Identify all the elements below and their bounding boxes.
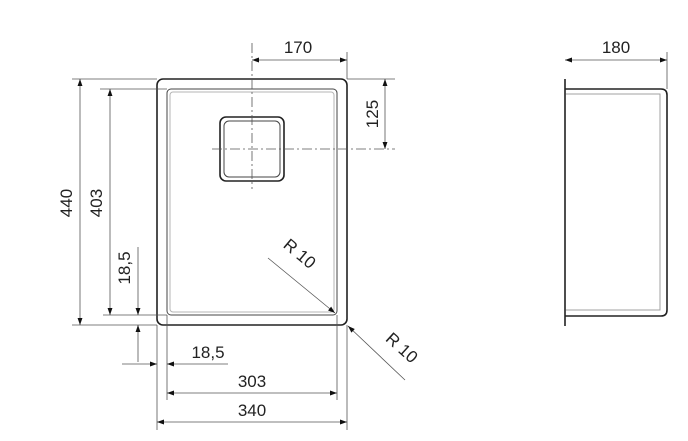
dim-label-180: 180	[602, 38, 630, 57]
dim-label-inner-radius: R 10	[280, 235, 320, 273]
side-view: 180	[564, 38, 668, 326]
dim-label-303: 303	[238, 372, 266, 391]
dim-label-125: 125	[363, 100, 382, 128]
top-view: 170 125 440 403 18,5 18,5 303 340 R 10 R…	[57, 38, 421, 430]
dim-line-outer-radius	[347, 325, 406, 381]
dim-label-18-5-vertical: 18,5	[115, 251, 134, 284]
dim-line-inner-radius	[267, 257, 336, 314]
dim-label-440: 440	[57, 189, 76, 217]
dim-label-outer-radius: R 10	[382, 329, 421, 367]
dim-label-403: 403	[87, 189, 106, 217]
dim-label-170: 170	[284, 38, 312, 57]
side-view-bowl-outline	[565, 88, 668, 317]
dim-label-18-5-horizontal: 18,5	[191, 343, 224, 362]
dim-label-340: 340	[238, 401, 266, 420]
